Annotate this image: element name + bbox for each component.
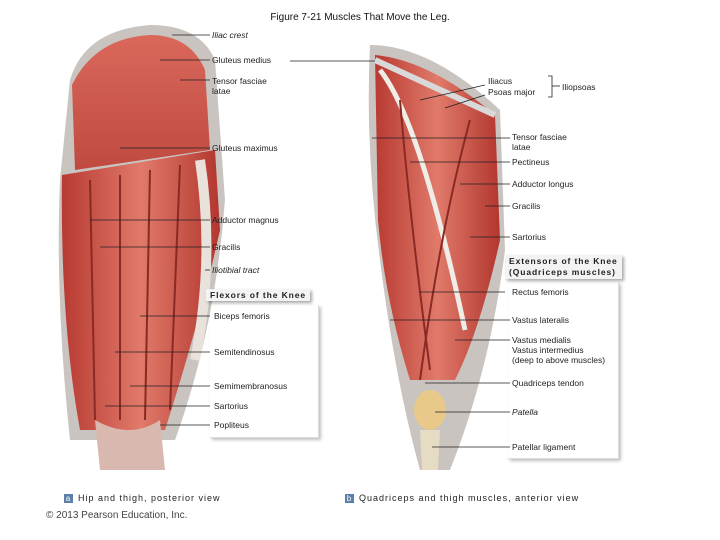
label-semitendinosus: Semitendinosus	[214, 347, 275, 357]
caption-a-badge: a	[64, 494, 73, 503]
right-leader-lines	[290, 60, 510, 448]
extensors-panel	[508, 282, 619, 459]
label-adductor-magnus: Adductor magnus	[212, 215, 279, 225]
figure-title: Figure 7-21 Muscles That Move the Leg.	[270, 12, 450, 23]
label-biceps-femoris: Biceps femoris	[214, 311, 270, 321]
label-rectus-femoris: Rectus femoris	[512, 287, 569, 297]
label-iliopsoas: Iliopsoas	[562, 82, 596, 92]
label-sartorius-right: Sartorius	[512, 232, 547, 242]
flexors-panel	[210, 305, 319, 438]
label-patella: Patella	[512, 407, 538, 417]
label-quadriceps-tendon: Quadriceps tendon	[512, 378, 584, 388]
label-tensor-fasciae-latae-left: Tensor fasciae latae	[212, 76, 267, 96]
iliopsoas-bracket	[548, 75, 553, 98]
caption-b: b Quadriceps and thigh muscles, anterior …	[345, 493, 579, 503]
label-gracilis-right: Gracilis	[512, 201, 541, 211]
label-gluteus-maximus: Gluteus maximus	[212, 143, 278, 153]
label-sartorius-left: Sartorius	[214, 401, 249, 411]
copyright-notice: © 2013 Pearson Education, Inc.	[46, 510, 188, 521]
label-gracilis-left: Gracilis	[212, 242, 241, 252]
left-leader-lines	[90, 34, 210, 426]
label-tensor-fasciae-latae-right: Tensor fasciae latae	[512, 132, 567, 152]
posterior-thigh-illustration	[58, 25, 225, 470]
extensors-heading: Extensors of the Knee (Quadriceps muscle…	[505, 255, 622, 279]
label-adductor-longus: Adductor longus	[512, 179, 574, 189]
label-iliac-crest: Iliac crest	[212, 30, 248, 40]
caption-b-text: Quadriceps and thigh muscles, anterior v…	[359, 493, 580, 503]
label-semimembranosus: Semimembranosus	[214, 381, 288, 391]
label-pectineus: Pectineus	[512, 157, 550, 167]
label-psoas-major: Psoas major	[488, 87, 536, 97]
label-gluteus-medius: Gluteus medius	[212, 55, 272, 65]
label-popliteus: Popliteus	[214, 420, 249, 430]
caption-a: a Hip and thigh, posterior view	[64, 493, 221, 503]
caption-b-badge: b	[345, 494, 354, 503]
flexors-heading: Flexors of the Knee	[206, 289, 310, 301]
caption-a-text: Hip and thigh, posterior view	[78, 493, 221, 503]
label-patellar-ligament: Patellar ligament	[512, 442, 576, 452]
label-iliotibial-tract: Iliotibial tract	[212, 265, 260, 275]
label-vastus-medialis-intermedius: Vastus medialis Vastus intermedius (deep…	[512, 335, 606, 365]
anterior-thigh-illustration	[368, 45, 505, 470]
label-iliacus: Iliacus	[488, 76, 513, 86]
label-vastus-lateralis: Vastus lateralis	[512, 315, 570, 325]
